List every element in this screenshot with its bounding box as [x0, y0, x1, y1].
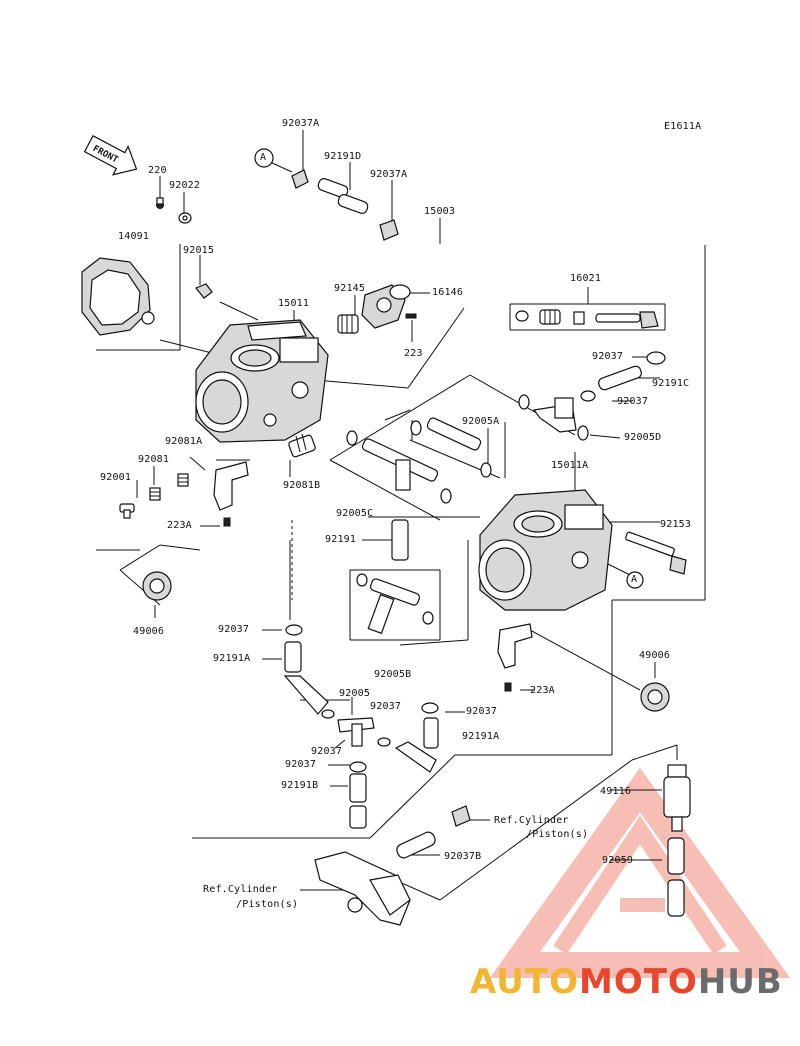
bracket-left	[213, 461, 249, 527]
part-14091: 14091	[118, 231, 150, 242]
part-92037B: 92037B	[444, 851, 482, 862]
part-92037-d: 92037	[370, 701, 402, 712]
ref-note-1-line-2: /Piston(s)	[526, 829, 589, 840]
part-49116: 49116	[600, 786, 632, 797]
spring-92145	[337, 314, 359, 334]
screws-top-left	[156, 197, 213, 299]
part-92191A-right: 92191A	[462, 731, 500, 742]
part-92015: 92015	[183, 245, 215, 256]
part-49006-left: 49006	[133, 626, 165, 637]
part-92005A: 92005A	[462, 416, 500, 427]
part-92022: 92022	[169, 180, 201, 191]
ref-note-2-line-2: /Piston(s)	[236, 899, 299, 910]
logo-moto: MOTO	[578, 962, 698, 1002]
part-16146: 16146	[432, 287, 464, 298]
ref-a-label-right: A	[631, 574, 638, 585]
part-92081: 92081	[138, 454, 170, 465]
fitting-92005C	[346, 430, 452, 504]
part-92191A-left: 92191A	[213, 653, 251, 664]
part-92037A-right: 92037A	[370, 169, 408, 180]
carburetor-15011	[195, 319, 329, 443]
part-92001: 92001	[100, 472, 132, 483]
part-92037-f: 92037	[311, 746, 343, 757]
part-223: 223	[404, 348, 423, 359]
logo-auto: AUTO	[470, 962, 579, 1002]
part-92191: 92191	[325, 534, 357, 545]
hose-92191C	[580, 351, 666, 402]
part-92037-e: 92037	[466, 706, 498, 717]
diaphragm-16146	[361, 284, 417, 329]
ref-a-markers	[626, 571, 644, 589]
part-220: 220	[148, 165, 167, 176]
part-92153: 92153	[660, 519, 692, 530]
logo-hub: HUB	[697, 962, 783, 1002]
cylinder-ref-sketch	[314, 851, 411, 926]
part-92191D: 92191D	[324, 151, 362, 162]
part-92037A-top: 92037A	[282, 118, 320, 129]
cover-14091	[81, 257, 155, 336]
diagram-code: E1611A	[664, 121, 702, 132]
part-92037-b: 92037	[617, 396, 649, 407]
holder-49006-left	[142, 571, 172, 601]
fitting-92005D	[518, 394, 589, 441]
part-92005: 92005	[339, 688, 371, 699]
part-92145: 92145	[334, 283, 366, 294]
fitting-92005B-box	[356, 573, 434, 635]
springs-92081	[119, 433, 316, 519]
part-92005B: 92005B	[374, 669, 412, 680]
tube-92005A	[410, 417, 492, 478]
part-92081A: 92081A	[165, 436, 203, 447]
ref-note-1-line-1: Ref.Cylinder	[494, 815, 569, 826]
hoses-lower	[283, 624, 471, 859]
bracket-right	[497, 623, 533, 692]
watermark-triangle-icon	[489, 767, 791, 978]
filter-49116	[663, 764, 691, 917]
part-92005D: 92005D	[624, 432, 662, 443]
ref-a-label-top: A	[260, 152, 267, 163]
hose-92191D	[254, 148, 399, 241]
carburetor-15011A	[478, 489, 687, 611]
part-92059: 92059	[602, 855, 634, 866]
front-arrow-icon: FRONT	[83, 134, 138, 176]
ref-note-2-line-1: Ref.Cylinder	[203, 884, 278, 895]
holder-49006-right	[640, 682, 670, 712]
watermark-logo: AUTOMOTOHUB	[470, 962, 783, 1002]
part-16021: 16021	[570, 273, 602, 284]
needle-set-16021	[515, 309, 659, 329]
part-92191C: 92191C	[652, 378, 690, 389]
part-15003: 15003	[424, 206, 456, 217]
part-92037-c: 92037	[218, 624, 250, 635]
part-15011: 15011	[278, 298, 310, 309]
part-92037-a: 92037	[592, 351, 624, 362]
part-92191B: 92191B	[281, 780, 319, 791]
part-92037-g: 92037	[285, 759, 317, 770]
part-92005C: 92005C	[336, 508, 374, 519]
part-49006-right: 49006	[639, 650, 671, 661]
part-15011A: 15011A	[551, 460, 589, 471]
part-223A-right: 223A	[530, 685, 555, 696]
part-223A-left: 223A	[167, 520, 192, 531]
part-92081B: 92081B	[283, 480, 321, 491]
hose-92191	[391, 519, 409, 561]
